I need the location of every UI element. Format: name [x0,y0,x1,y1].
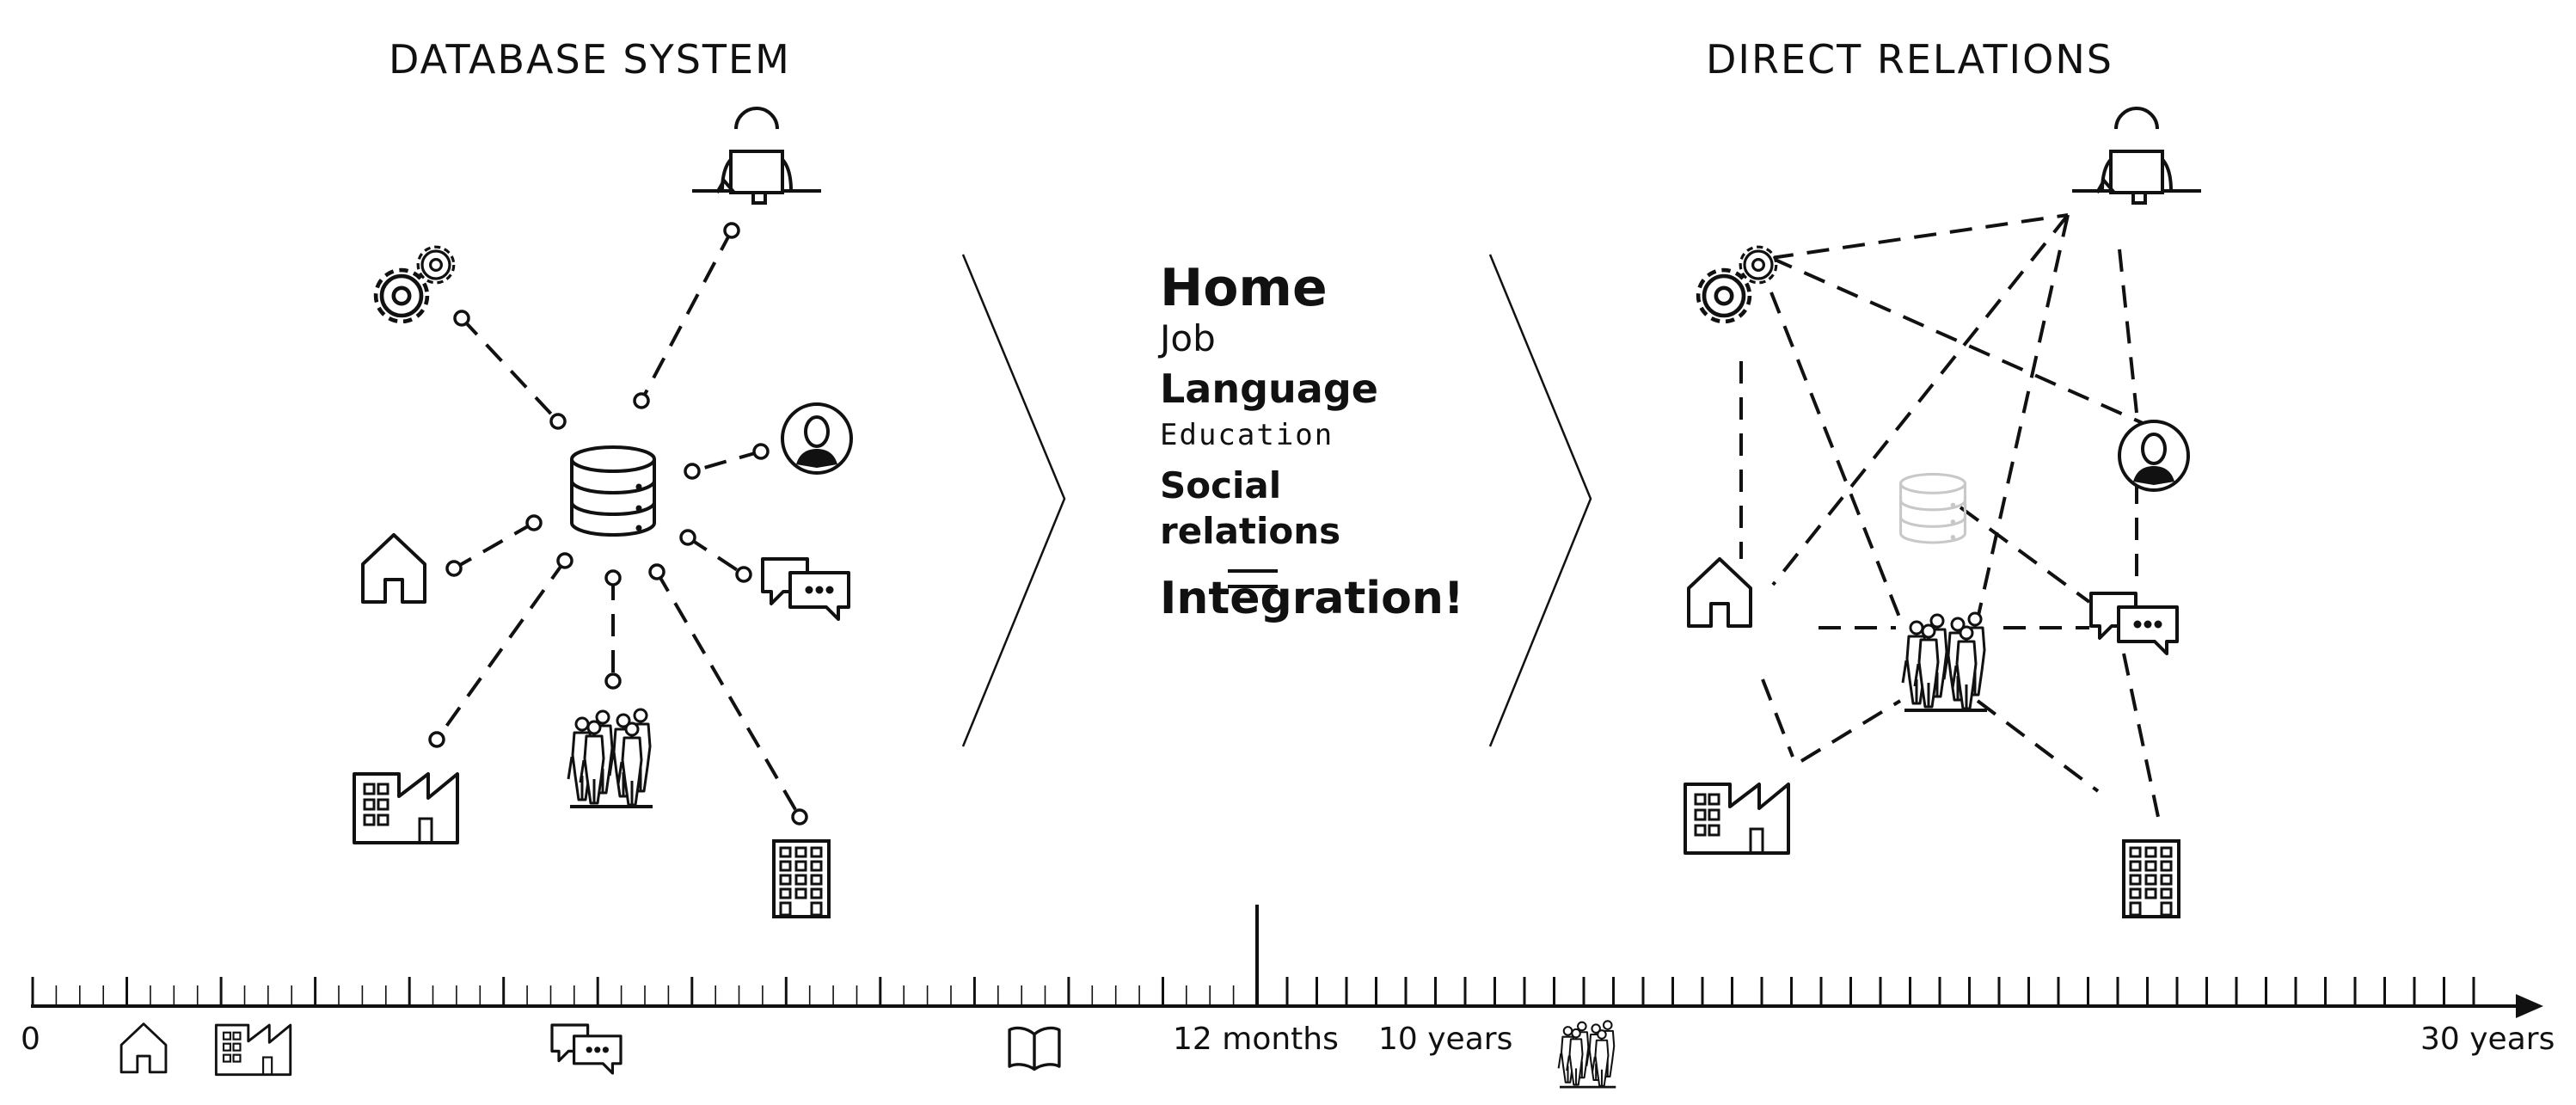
timeline-ticks [31,977,2475,1006]
house-icon [361,533,426,604]
chat-icon [761,557,850,621]
database-system-panel [353,107,853,918]
factor-education: Education [1160,418,1334,452]
chat-icon [2089,592,2179,655]
official-desk-icon [2070,107,2203,205]
book-icon [1008,1026,1061,1071]
database-faded-icon [1899,472,1966,544]
factory-icon [214,1023,292,1077]
direct-relations-title: DIRECT RELATIONS [1706,36,2113,83]
relation-lines [1739,213,2160,818]
equals-sign [1228,569,1278,592]
factor-social-line1: Social [1160,464,1282,506]
office-building-icon [772,839,831,918]
database-icon [570,445,656,537]
chat-icon [550,1023,623,1075]
person-icon [781,402,853,475]
integration-factors: Home Job Language Education Social relat… [1160,262,1464,621]
timeline-10-years-label: 10 years [1378,1022,1513,1057]
timeline-arrowhead [2516,994,2543,1018]
timeline-12-months-label: 12 months [1173,1022,1339,1057]
house-icon [120,1022,168,1074]
factor-language: Language [1160,365,1378,412]
crowd-icon [1903,613,1987,710]
direct-relations-panel [1684,107,2203,918]
timeline [31,905,2543,1087]
office-building-icon [2122,839,2180,918]
integration-result: Integration! [1160,573,1464,624]
connector-endpoints [428,222,808,826]
crowd-icon [1559,1021,1616,1087]
gears-icon [1698,247,1776,322]
factor-social-line2: relations [1160,509,1341,552]
connector-lines [435,230,801,819]
factor-home: Home [1160,258,1328,318]
factory-icon [1684,783,1790,855]
timeline-30-years-label: 30 years [2420,1022,2555,1057]
chevron-right [1488,254,1592,747]
timeline-start-label: 0 [21,1022,40,1057]
official-desk-icon [690,107,823,205]
house-icon [1687,557,1752,628]
gears-icon [376,247,454,322]
factor-job: Job [1160,317,1216,359]
factory-icon [353,772,459,844]
database-system-title: DATABASE SYSTEM [389,36,791,83]
crowd-icon [568,709,653,807]
person-icon [2118,420,2190,492]
chevron-left [961,254,1066,747]
